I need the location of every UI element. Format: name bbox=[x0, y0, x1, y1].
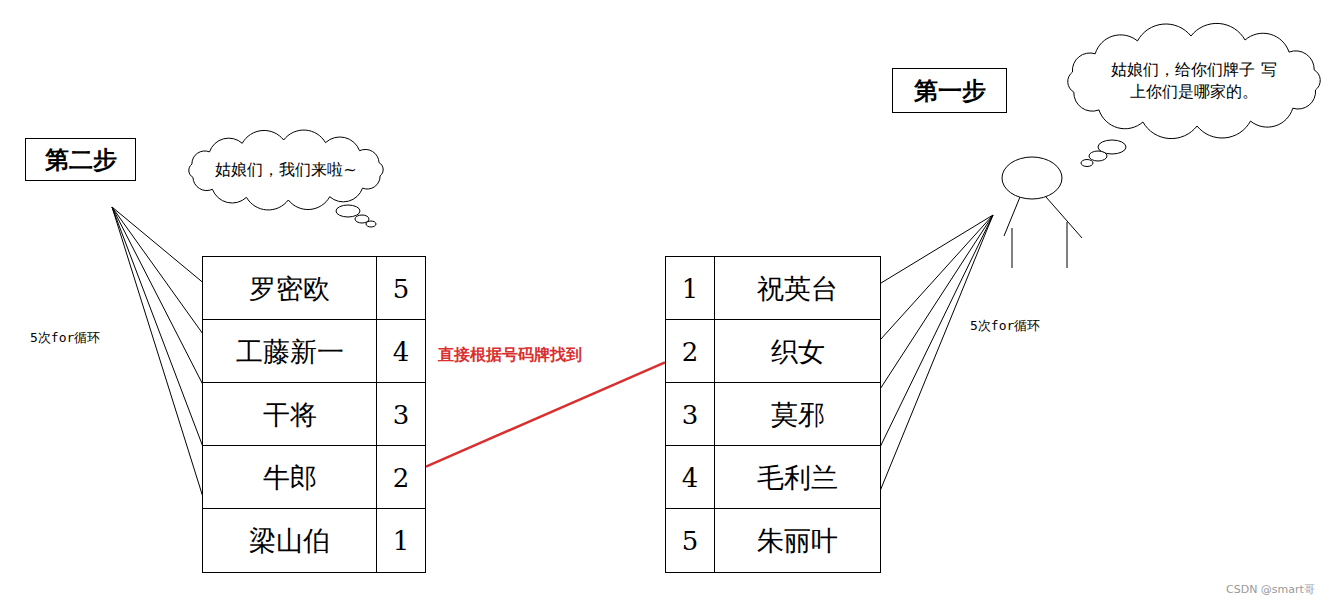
cloud-path bbox=[189, 130, 383, 210]
name-cell: 罗密欧 bbox=[202, 256, 377, 321]
cell-text: 朱丽叶 bbox=[757, 523, 838, 559]
cell-text: 2 bbox=[393, 463, 410, 493]
cell-text: 1 bbox=[393, 526, 410, 556]
cell-text: 祝英台 bbox=[757, 271, 838, 307]
cell-text: 梁山伯 bbox=[249, 523, 330, 559]
name-cell: 牛郎 bbox=[202, 445, 377, 510]
number-cell: 2 bbox=[376, 445, 426, 510]
connector-label: 直接根据号码牌找到 bbox=[436, 345, 584, 366]
name-cell: 织女 bbox=[714, 319, 881, 384]
number-cell: 1 bbox=[376, 508, 426, 573]
number-cell: 5 bbox=[665, 508, 715, 573]
number-cell: 3 bbox=[665, 382, 715, 447]
loop-note: 5次for循环 bbox=[30, 329, 100, 347]
step-label: 第一步 bbox=[914, 75, 986, 107]
name-cell: 毛利兰 bbox=[714, 445, 881, 510]
cell-text: 5 bbox=[393, 274, 410, 304]
step-label: 第二步 bbox=[45, 144, 117, 176]
thought-cloud: 姑娘们，我们来啦~ bbox=[178, 128, 394, 212]
name-cell: 祝英台 bbox=[714, 256, 881, 321]
name-cell: 工藤新一 bbox=[202, 319, 377, 384]
cell-text: 牛郎 bbox=[263, 460, 317, 496]
thought-text: 姑娘们，我们来啦~ bbox=[215, 159, 356, 181]
step-box: 第二步 bbox=[25, 138, 136, 181]
cloud-path bbox=[1068, 23, 1321, 138]
name-cell: 梁山伯 bbox=[202, 508, 377, 573]
number-cell: 4 bbox=[376, 319, 426, 384]
number-cell: 4 bbox=[665, 445, 715, 510]
number-cell: 3 bbox=[376, 382, 426, 447]
cell-text: 1 bbox=[682, 274, 699, 304]
cell-text: 莫邪 bbox=[771, 397, 825, 433]
cell-text: 罗密欧 bbox=[249, 271, 330, 307]
cell-text: 4 bbox=[393, 337, 410, 367]
cell-text: 5 bbox=[682, 526, 699, 556]
watermark: CSDN @smart哥 bbox=[1226, 582, 1315, 597]
cloud-outline bbox=[1058, 24, 1330, 138]
thought-text: 姑娘们，给你们牌子 写上你们是哪家的。 bbox=[1108, 59, 1280, 103]
thought-bubbles-right bbox=[1081, 140, 1126, 167]
thought-cloud: 姑娘们，给你们牌子 写上你们是哪家的。 bbox=[1058, 24, 1330, 138]
loop-note: 5次for循环 bbox=[970, 317, 1040, 335]
name-cell: 莫邪 bbox=[714, 382, 881, 447]
name-cell: 朱丽叶 bbox=[714, 508, 881, 573]
cell-text: 2 bbox=[682, 337, 699, 367]
cell-text: 4 bbox=[682, 463, 699, 493]
step-box: 第一步 bbox=[892, 68, 1007, 113]
cell-text: 工藤新一 bbox=[236, 334, 344, 370]
cell-text: 织女 bbox=[771, 334, 825, 370]
number-cell: 1 bbox=[665, 256, 715, 321]
number-cell: 5 bbox=[376, 256, 426, 321]
name-cell: 干将 bbox=[202, 382, 377, 447]
thought-bubbles-left bbox=[336, 205, 376, 227]
cell-text: 毛利兰 bbox=[757, 460, 838, 496]
lookup-connector bbox=[426, 362, 665, 466]
number-cell: 2 bbox=[665, 319, 715, 384]
cell-text: 3 bbox=[682, 400, 699, 430]
stick-figure bbox=[1002, 157, 1082, 268]
cell-text: 干将 bbox=[263, 397, 317, 433]
cell-text: 3 bbox=[393, 400, 410, 430]
